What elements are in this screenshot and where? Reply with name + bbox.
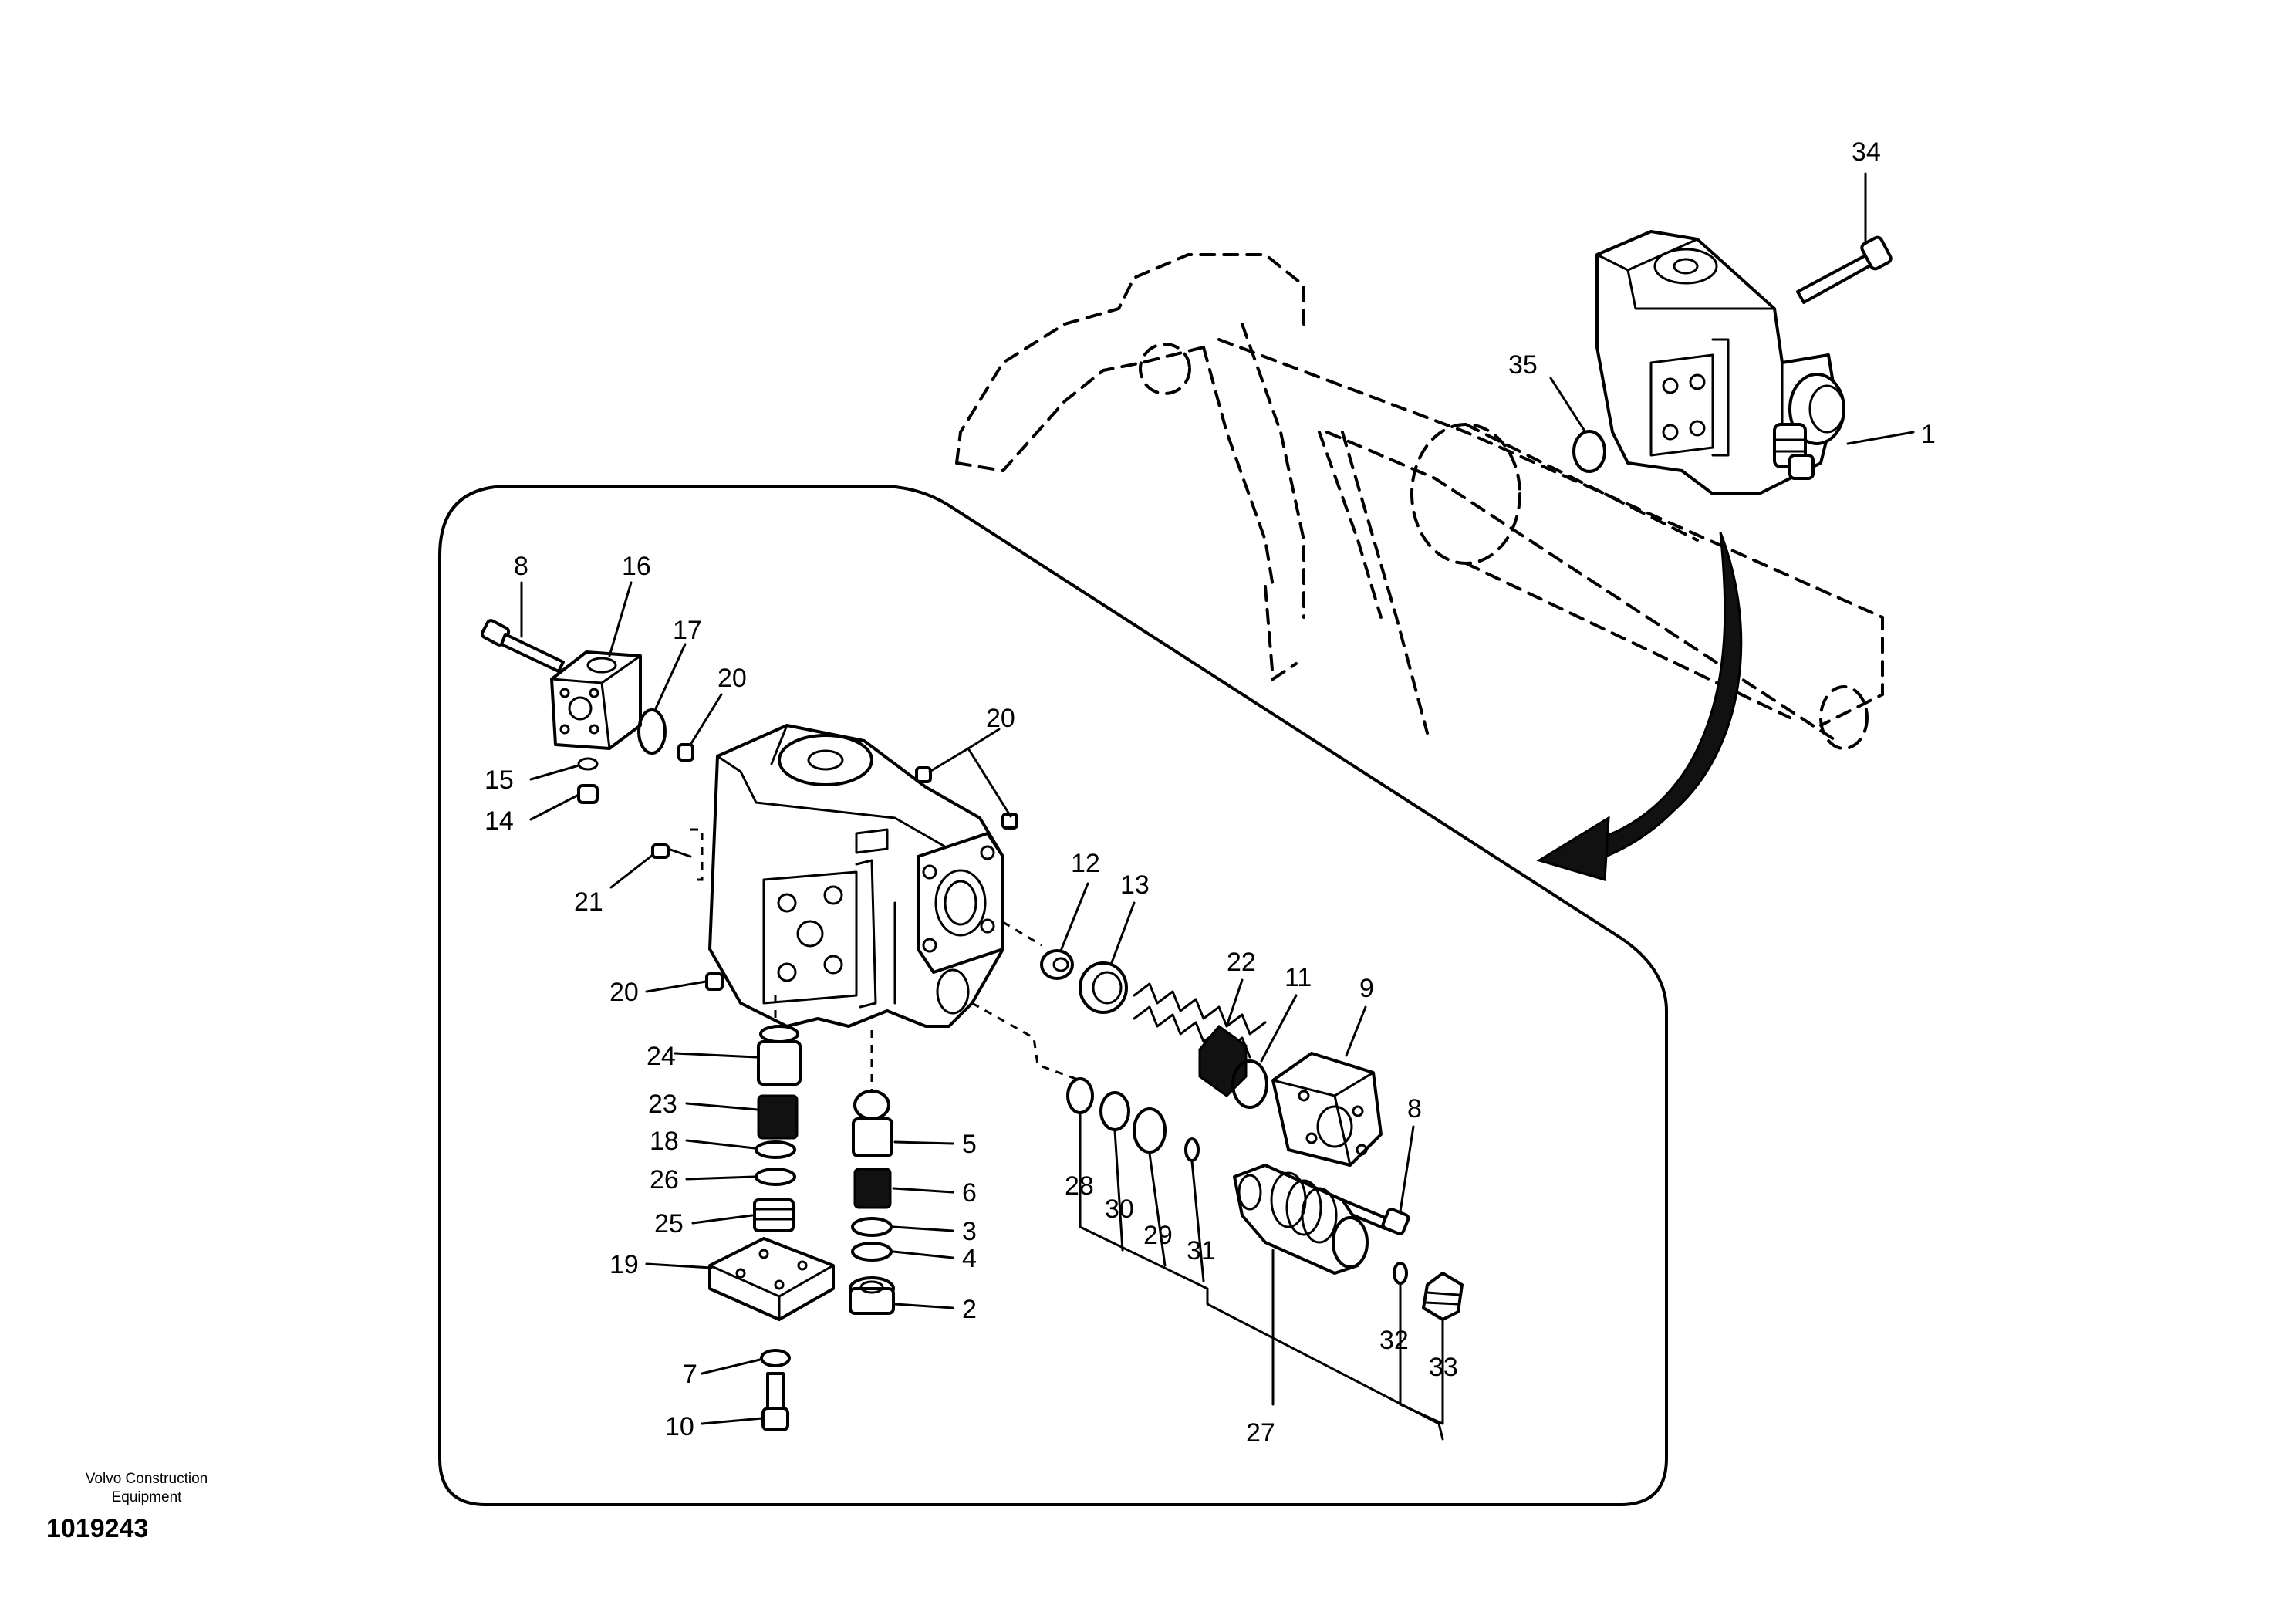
- callout-28: 28: [1065, 1171, 1094, 1201]
- callout-23: 23: [648, 1090, 677, 1119]
- callout-34: 34: [1852, 137, 1881, 167]
- plug-33: [1422, 1272, 1464, 1321]
- callout-8-right: 8: [1407, 1094, 1422, 1124]
- spring-23: [757, 1094, 799, 1140]
- bolt-10: [761, 1372, 789, 1431]
- callout-15: 15: [485, 765, 514, 795]
- curved-arrow: [1536, 532, 1743, 881]
- callout-9: 9: [1359, 974, 1374, 1003]
- bolt-21: [651, 828, 704, 881]
- callout-4: 4: [962, 1244, 977, 1273]
- spool-5: [852, 1090, 893, 1157]
- callout-31: 31: [1187, 1236, 1216, 1265]
- callout-18: 18: [650, 1127, 679, 1156]
- ring-13: [1079, 961, 1128, 1014]
- callout-30: 30: [1105, 1195, 1134, 1224]
- valve-body-main: [708, 724, 1004, 1028]
- footer-block: Volvo Construction Equipment 1019243: [46, 1470, 247, 1544]
- plug-25: [753, 1198, 795, 1232]
- callout-2: 2: [962, 1295, 977, 1324]
- callout-29: 29: [1143, 1221, 1173, 1250]
- callout-25: 25: [654, 1209, 684, 1238]
- o-ring-31: [1184, 1137, 1200, 1162]
- o-ring-15: [577, 757, 599, 771]
- bolt-34: [1796, 235, 1893, 304]
- callout-11: 11: [1285, 963, 1312, 992]
- callout-35: 35: [1508, 350, 1538, 380]
- plug-20-b: [915, 766, 932, 783]
- callout-8-top: 8: [514, 552, 528, 581]
- cap-block-9: [1271, 1052, 1383, 1167]
- bolt-8-right: [1337, 1198, 1410, 1235]
- callout-12: 12: [1071, 849, 1100, 878]
- guide-line-right-upper: [1002, 921, 1042, 947]
- callout-20-a: 20: [718, 664, 747, 693]
- drawing-number: 1019243: [46, 1514, 149, 1543]
- o-ring-18: [755, 1140, 796, 1159]
- callout-32: 32: [1379, 1326, 1409, 1355]
- org-name-line1: Volvo Construction: [85, 1471, 208, 1487]
- o-ring-17: [637, 708, 667, 755]
- callout-20-b: 20: [986, 704, 1015, 733]
- callout-7: 7: [683, 1360, 697, 1389]
- valve-assembly-small: [1595, 230, 1845, 495]
- plug-20-a: [677, 743, 694, 762]
- callout-10: 10: [665, 1412, 694, 1441]
- o-ring-35: [1572, 430, 1606, 473]
- spring-22: [1198, 1024, 1248, 1097]
- o-ring-30: [1099, 1091, 1130, 1131]
- callout-5: 5: [962, 1130, 977, 1159]
- block-16: [550, 650, 642, 750]
- callout-26: 26: [650, 1165, 679, 1195]
- guide-line-right-lower: [971, 1002, 1081, 1082]
- callout-numbers: 34 35 1 8 16 17 20 20 15 14 21 20 24 23 …: [485, 137, 1936, 1448]
- callout-24: 24: [647, 1042, 676, 1071]
- org-name-line2: Equipment: [111, 1489, 182, 1505]
- relief-valve-27: [1233, 1164, 1369, 1275]
- o-ring-11: [1231, 1059, 1268, 1109]
- o-ring-4: [851, 1242, 893, 1262]
- callout-16: 16: [622, 552, 651, 581]
- o-ring-29: [1133, 1107, 1167, 1154]
- detail-frame: [438, 485, 1668, 1506]
- boom-outline-dashed: [955, 253, 1884, 750]
- o-ring-32: [1393, 1262, 1408, 1285]
- callout-13: 13: [1120, 870, 1150, 900]
- o-ring-28: [1066, 1077, 1094, 1114]
- callout-14: 14: [485, 806, 514, 836]
- o-ring-3: [851, 1217, 893, 1237]
- callout-17: 17: [673, 616, 702, 645]
- callout-3: 3: [962, 1217, 977, 1246]
- callout-6: 6: [962, 1178, 977, 1208]
- sleeve-24: [757, 1025, 802, 1086]
- plug-20-d: [705, 972, 724, 991]
- callout-33: 33: [1429, 1353, 1458, 1382]
- callout-21: 21: [574, 887, 603, 917]
- callout-1: 1: [1921, 420, 1936, 449]
- nut-2: [849, 1276, 895, 1315]
- seat-12: [1040, 949, 1074, 980]
- washer-7: [760, 1349, 791, 1367]
- leader-lines: [520, 172, 1915, 1441]
- cover-plate-19: [708, 1237, 835, 1321]
- plug-14: [577, 784, 599, 804]
- callout-22: 22: [1227, 948, 1256, 977]
- o-ring-26: [755, 1168, 796, 1186]
- callout-20-c: 20: [609, 978, 639, 1007]
- spring-6: [853, 1168, 892, 1209]
- callout-27: 27: [1246, 1418, 1275, 1448]
- callout-19: 19: [609, 1250, 639, 1279]
- bolt-8-top: [480, 619, 565, 673]
